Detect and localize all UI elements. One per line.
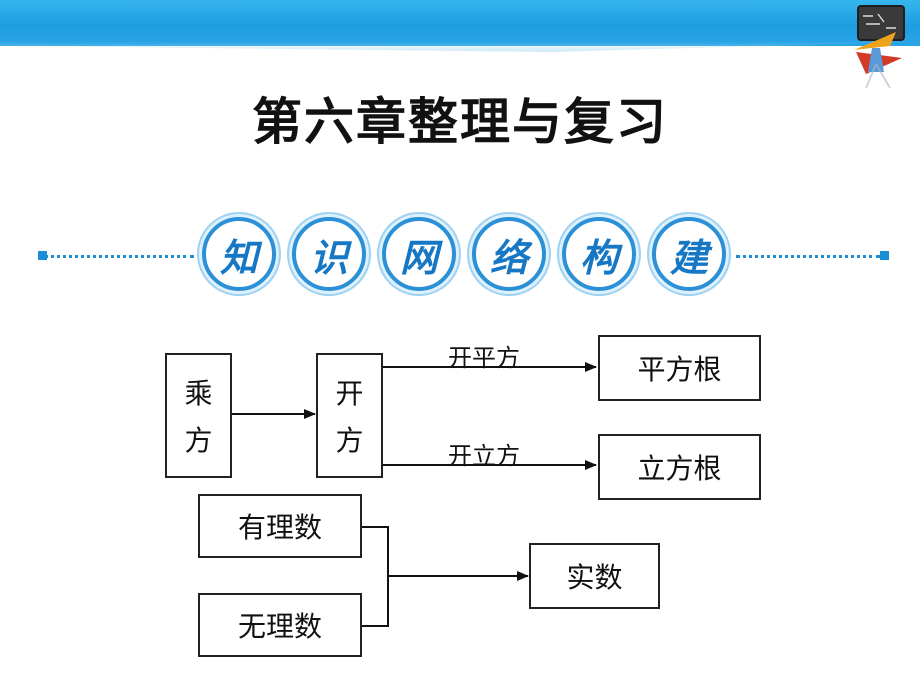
banner-char-5: 构	[562, 217, 636, 291]
banner-char-3: 网	[382, 217, 456, 291]
banner-divider-left	[44, 255, 194, 258]
banner-char-4: 络	[472, 217, 546, 291]
bracket-irrational	[362, 576, 389, 627]
root-box: 开 方	[316, 353, 383, 478]
cube-root-box: 立方根	[598, 434, 761, 500]
edge-label-cube: 开立方	[448, 442, 520, 470]
header-bar-shine	[0, 0, 920, 52]
banner-divider-left-end	[38, 251, 47, 260]
rational-box: 有理数	[198, 494, 362, 558]
edge-label-square: 开平方	[448, 344, 520, 372]
multiply-box-char-2: 方	[184, 423, 213, 457]
banner-divider-right-end	[880, 251, 889, 260]
root-box-char-2: 方	[335, 423, 364, 457]
bracket-rational	[362, 526, 389, 576]
banner-char-1: 知	[202, 217, 276, 291]
real-number-box: 实数	[529, 543, 660, 609]
multiply-box-char-1: 乘	[184, 377, 213, 411]
root-box-char-1: 开	[335, 377, 364, 411]
multiply-box: 乘 方	[165, 353, 232, 478]
banner-char-2: 识	[292, 217, 366, 291]
square-root-box: 平方根	[598, 335, 761, 401]
page-title: 第六章整理与复习	[252, 92, 668, 151]
banner-char-6: 建	[652, 217, 726, 291]
banner-divider-right	[736, 255, 880, 258]
irrational-box: 无理数	[198, 593, 362, 657]
math-tools-logo-icon	[854, 5, 905, 89]
